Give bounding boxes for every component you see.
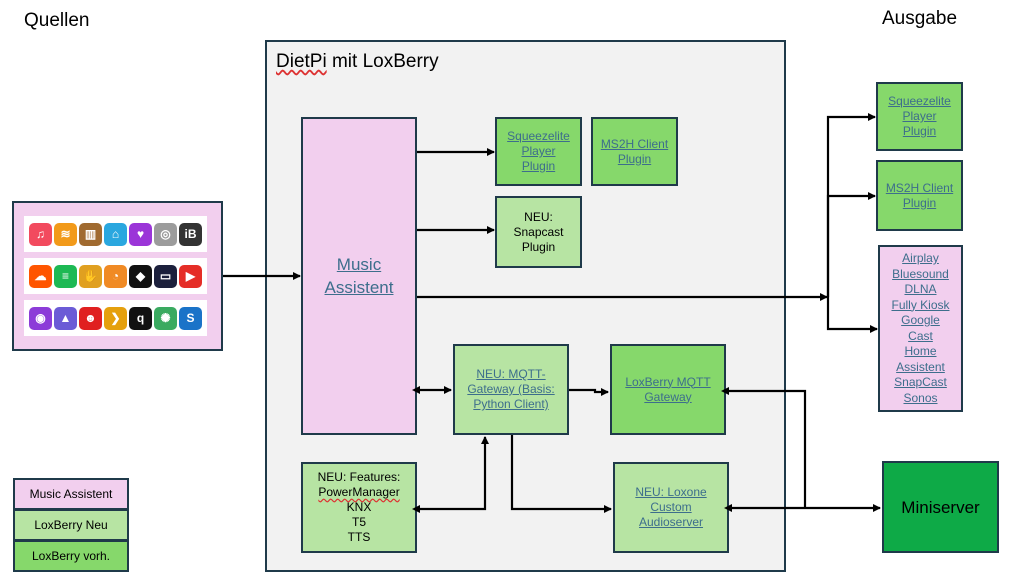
output-google[interactable]: Google <box>901 313 940 327</box>
output-ms2h-line1[interactable]: MS2H Client <box>885 180 954 195</box>
container-title-dietpi: DietPi <box>276 51 327 72</box>
mqtt-gateway-box[interactable]: NEU: MQTT- Gateway (Basis: Python Client… <box>453 344 569 435</box>
output-airplay[interactable]: Airplay <box>902 251 939 265</box>
hand-icon: ✋ <box>79 264 102 288</box>
soundcloud-icon: ☁ <box>29 264 52 288</box>
sources-box: ♫≋▥⌂♥◎iB ☁≡✋◔◆▭▶ ◉▲☻❯q✺S <box>12 201 223 351</box>
rss-icon: ◔ <box>104 264 127 288</box>
snapcast-plugin-box[interactable]: NEU: Snapcast Plugin <box>495 196 582 268</box>
miniserver-label: Miniserver <box>901 497 980 517</box>
output-cast[interactable]: Cast <box>908 328 933 343</box>
arrow-loxberry-mqtt-miniserver <box>721 387 807 508</box>
output-bluesound[interactable]: Bluesound <box>892 266 949 281</box>
legend-loxberry-vorh: LoxBerry vorh. <box>13 540 129 572</box>
snapcast-line1: NEU: <box>524 209 553 224</box>
output-home[interactable]: Home <box>904 344 937 358</box>
output-players-box: Airplay Bluesound DLNA Fully Kiosk Googl… <box>878 245 963 412</box>
ms2h-line1[interactable]: MS2H Client <box>600 136 669 151</box>
arrow-features-mqtt <box>412 436 489 513</box>
mqtt-gateway-line2[interactable]: Gateway (Basis: <box>467 382 555 396</box>
music-assistent-line1[interactable]: Music <box>336 255 382 274</box>
pandora-icon: ☻ <box>79 306 102 330</box>
arrow-mqtt-to-loxone <box>510 435 612 513</box>
output-assistent[interactable]: Assistent <box>896 359 945 374</box>
squeezelite-plugin-box[interactable]: Squeezelite Player Plugin <box>495 117 582 186</box>
arrow-to-output-ms2h <box>826 192 876 297</box>
legend-loxberry-vorh-label: LoxBerry vorh. <box>31 548 111 563</box>
squeezelite-line3[interactable]: Plugin <box>521 159 556 173</box>
features-line1: NEU: Features: <box>317 470 401 484</box>
arrow-to-output-list <box>826 297 878 333</box>
ausgabe-heading: Ausgabe <box>882 8 958 29</box>
cd-icon: ◎ <box>154 222 177 246</box>
mqtt-gateway-line3[interactable]: Python Client) <box>473 397 549 411</box>
squeezelite-line2[interactable]: Player <box>521 144 556 158</box>
container-title: DietPi mit LoxBerry <box>276 51 439 73</box>
ibroadcast-icon: iB <box>179 222 202 246</box>
output-squeezelite-line2[interactable]: Player <box>902 109 937 123</box>
output-sonos[interactable]: Sonos <box>903 390 938 405</box>
arrow-mqtt-to-loxberry-mqtt <box>569 388 609 396</box>
container-title-rest: mit LoxBerry <box>326 51 439 72</box>
output-dlna[interactable]: DLNA <box>904 282 937 296</box>
quellen-heading: Quellen <box>24 10 90 31</box>
plex-icon: ❯ <box>104 306 127 330</box>
source-icons-row-2: ☁≡✋◔◆▭▶ <box>24 258 207 294</box>
loxberry-mqtt-gateway-box[interactable]: LoxBerry MQTT Gateway <box>610 344 726 435</box>
output-squeezelite-line3[interactable]: Plugin <box>902 124 937 138</box>
source-icons-row-3: ◉▲☻❯q✺S <box>24 300 207 336</box>
mqtt-gateway-line1[interactable]: NEU: MQTT- <box>476 367 546 381</box>
youtube-music-icon: ▶ <box>179 264 202 288</box>
deezer-heart-icon: ♥ <box>129 222 152 246</box>
miniserver-box[interactable]: Miniserver <box>882 461 999 553</box>
apple-music-icon: ♫ <box>29 222 52 246</box>
arrow-to-output-squeezelite <box>826 113 876 297</box>
audible-icon: ≋ <box>54 222 77 246</box>
loxone-audio-line2[interactable]: Custom <box>650 500 692 514</box>
output-squeezelite-line1[interactable]: Squeezelite <box>888 94 951 108</box>
features-knx: KNX <box>346 500 372 514</box>
audiobookshelf-icon: ▥ <box>79 222 102 246</box>
music-assistent-box[interactable]: Music Assistent <box>301 117 417 435</box>
loxone-audio-line3[interactable]: Audioserver <box>638 515 704 529</box>
legend-loxberry-neu-label: LoxBerry Neu <box>34 517 108 532</box>
loxone-audioserver-box[interactable]: NEU: Loxone Custom Audioserver <box>613 462 729 553</box>
legend-music-assistent-label: Music Assistent <box>29 486 113 501</box>
home-icon: ⌂ <box>104 222 127 246</box>
features-tts: TTS <box>347 530 371 544</box>
qobuz-icon: q <box>129 306 152 330</box>
features-box: NEU: Features: PowerManager KNX T5 TTS <box>301 462 417 553</box>
spotify-icon: ≡ <box>54 264 77 288</box>
radio-browser-icon: ✺ <box>154 306 177 330</box>
snapcast-line3: Plugin <box>521 239 556 254</box>
squeezelite-line1[interactable]: Squeezelite <box>507 129 570 143</box>
podcast-icon: ◉ <box>29 306 52 330</box>
music-assistent-line2[interactable]: Assistent <box>324 278 394 297</box>
subsonic-icon: S <box>179 306 202 330</box>
features-t5: T5 <box>351 515 366 529</box>
loxone-audio-line1[interactable]: NEU: Loxone <box>635 485 707 499</box>
loxberry-mqtt-line2[interactable]: Gateway <box>644 389 692 404</box>
snapcast-line2: Snapcast <box>513 224 564 239</box>
jellyfin-icon: ▲ <box>54 306 77 330</box>
output-fully-kiosk[interactable]: Fully Kiosk <box>891 297 950 312</box>
output-ms2h-line2[interactable]: Plugin <box>902 195 937 210</box>
legend-loxberry-neu: LoxBerry Neu <box>13 509 129 541</box>
source-icons-row-1: ♫≋▥⌂♥◎iB <box>24 216 207 252</box>
features-powermanager: PowerManager <box>318 485 400 499</box>
ms2h-plugin-box[interactable]: MS2H Client Plugin <box>591 117 678 186</box>
output-snapcast[interactable]: SnapCast <box>894 375 947 389</box>
output-squeezelite-box[interactable]: Squeezelite Player Plugin <box>876 82 963 151</box>
loxberry-mqtt-line1[interactable]: LoxBerry MQTT <box>625 374 711 389</box>
ms2h-line2[interactable]: Plugin <box>617 151 652 166</box>
tunein-icon: ▭ <box>154 264 177 288</box>
output-ms2h-box[interactable]: MS2H Client Plugin <box>876 160 963 231</box>
tidal-icon: ◆ <box>129 264 152 288</box>
